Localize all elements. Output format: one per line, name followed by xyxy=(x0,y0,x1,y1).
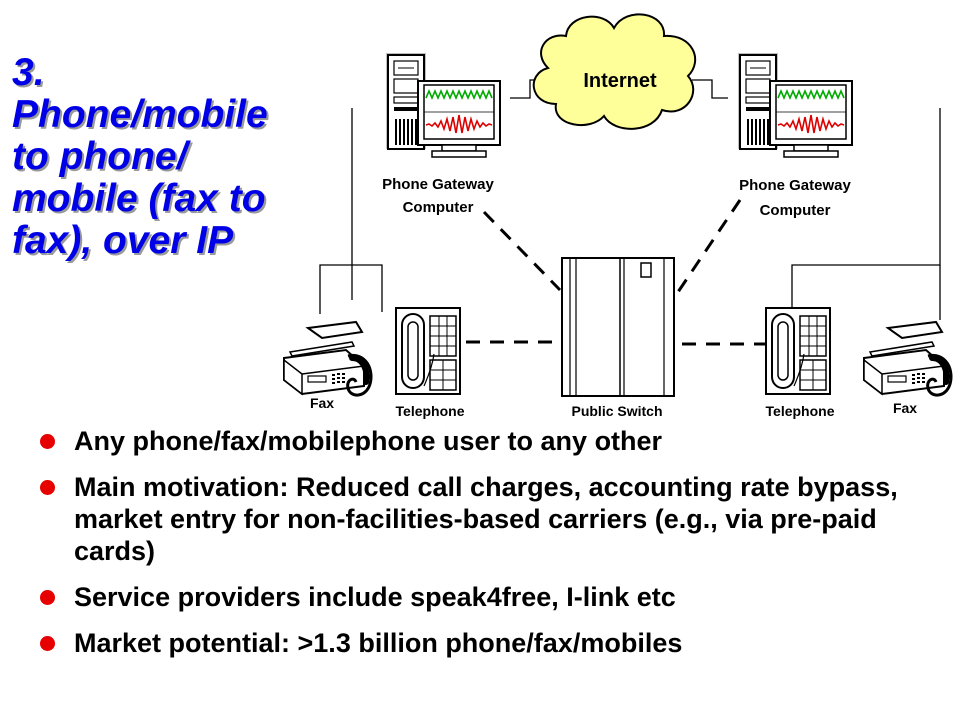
dashed-link-gateway-left-switch xyxy=(482,210,562,292)
telephone-left xyxy=(395,307,461,395)
bullet-text: Market potential: >1.3 billion phone/fax… xyxy=(74,628,683,658)
internet-label: Internet xyxy=(583,70,657,92)
title-line: 3. xyxy=(12,51,45,94)
dashed-link-gateway-right-switch xyxy=(674,199,742,296)
fax-left-label: Fax xyxy=(310,395,334,411)
line-gateway-right-tree xyxy=(791,108,941,312)
waveform-green xyxy=(425,88,493,101)
telephone-right xyxy=(765,307,831,395)
bullet-dot-icon xyxy=(40,590,55,605)
fax-machine-left xyxy=(284,322,371,395)
bullet-item: Any phone/fax/mobilephone user to any ot… xyxy=(40,425,950,457)
internet-cloud: Internet xyxy=(532,13,697,130)
public-switch-label: Public Switch xyxy=(571,403,662,419)
fax-machine-right xyxy=(864,322,951,395)
bullet-text: Any phone/fax/mobilephone user to any ot… xyxy=(74,426,663,456)
gateway-left-label-line1: Phone Gateway xyxy=(382,176,494,193)
fax-right-label: Fax xyxy=(893,400,917,416)
title-line: mobile (fax to xyxy=(12,177,266,220)
waveform-red xyxy=(425,114,493,134)
bullet-text: Main motivation: Reduced call charges, a… xyxy=(74,472,898,566)
waveform-green xyxy=(777,88,845,101)
telephone-left-label: Telephone xyxy=(396,403,465,419)
gateway-left-label-line2: Computer xyxy=(403,199,474,216)
bullet-dot-icon xyxy=(40,636,55,651)
waveform-red xyxy=(777,114,845,134)
line-gateway-left-tree xyxy=(319,108,353,314)
bullet-item: Service providers include speak4free, I-… xyxy=(40,581,950,613)
title-line: to phone/ xyxy=(12,135,188,178)
title-line: fax), over IP xyxy=(12,219,234,262)
bullet-list: Any phone/fax/mobilephone user to any ot… xyxy=(40,425,950,673)
bullet-item: Main motivation: Reduced call charges, a… xyxy=(40,471,950,567)
dashed-links xyxy=(466,199,770,346)
line-gateway-right-internet xyxy=(692,79,728,99)
bullet-text: Service providers include speak4free, I-… xyxy=(74,582,676,612)
connection-lines xyxy=(319,79,941,320)
bullet-dot-icon xyxy=(40,480,55,495)
voip-network-diagram: Internet Phone Gateway Computer Phone Ga… xyxy=(0,13,960,419)
title-line: Phone/mobile xyxy=(12,93,268,136)
gateway-computer-right xyxy=(737,52,853,158)
gateway-right-label-line2: Computer xyxy=(760,202,831,219)
slide-title: 3. Phone/mobile to phone/ mobile (fax to… xyxy=(12,52,342,262)
telephone-right-label: Telephone xyxy=(766,403,835,419)
gateway-computer-left xyxy=(385,52,501,158)
line-tree-left-connector xyxy=(352,264,383,312)
public-switch xyxy=(561,257,675,397)
bullet-dot-icon xyxy=(40,434,55,449)
bullet-item: Market potential: >1.3 billion phone/fax… xyxy=(40,627,950,659)
gateway-right-label-line1: Phone Gateway xyxy=(739,177,851,194)
